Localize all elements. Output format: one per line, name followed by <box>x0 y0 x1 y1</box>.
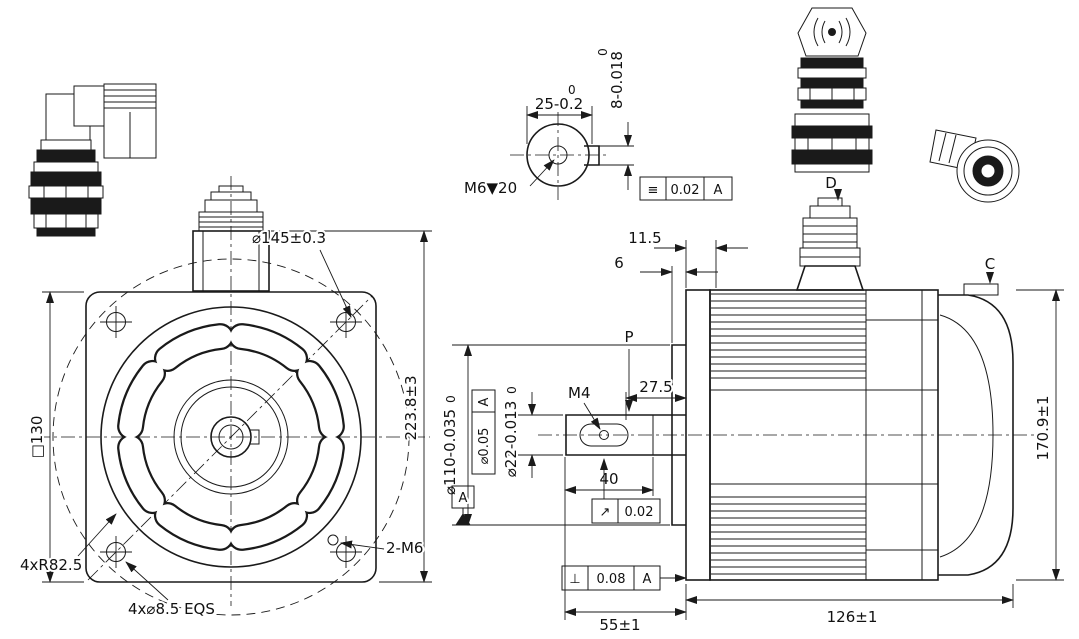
symmetry-datum: A <box>714 183 723 198</box>
cable-connector-d <box>791 7 873 173</box>
gdt-runout-frame: ↗ 0.02 <box>591 458 661 524</box>
dim-11-5: 11.5 <box>628 229 661 247</box>
dim-25: 25-0.2 <box>535 95 583 113</box>
symmetry-icon: ≡ <box>648 183 659 198</box>
label-m6-tap: M6▼20 <box>464 179 517 197</box>
end-view-shaft <box>526 123 590 187</box>
flange-square <box>85 291 377 583</box>
front-keyway <box>250 429 260 445</box>
dim-8: 8-0.018 <box>608 51 626 109</box>
shaft-end-view: 25-0.2 0 8-0.018 0 M6▼20 ≡ 0.02 A <box>462 46 733 201</box>
end-view-centerlines <box>510 112 606 200</box>
perpendicularity-icon: ⊥ <box>569 572 580 587</box>
label-mounting-holes: 4x⌀8.5 EQS <box>128 600 215 618</box>
gdt-coax-frame: A ⌀0.05 <box>471 389 496 475</box>
label-corner-radius: 4xR82.5 <box>20 556 82 574</box>
label-connector-c: C <box>985 255 995 273</box>
side-view: D C 11.5 6 P M4 <box>439 7 1064 636</box>
rear-tab <box>963 283 999 296</box>
dim-shaft-length: 55±1 <box>599 616 640 634</box>
runout-value: 0.02 <box>625 505 654 520</box>
perp-datum: A <box>643 572 652 587</box>
gdt-perp-frame: ⊥ 0.08 A <box>561 565 687 591</box>
keyway-slot <box>579 423 629 447</box>
dim-square: □130 <box>28 416 46 459</box>
spigot <box>671 344 686 526</box>
rib-slots <box>117 323 345 551</box>
dim-body-height: 170.9±1 <box>1034 395 1052 460</box>
dim-40: 40 <box>599 470 618 488</box>
motor-connector-side <box>795 197 865 291</box>
dim-6: 6 <box>614 254 624 272</box>
dim-8-upper: 0 <box>596 48 610 56</box>
motor-body-circle <box>100 306 362 568</box>
coax-value: ⌀0.05 <box>477 428 492 465</box>
dim-shaft-dia-upper: 0 <box>505 386 519 394</box>
dim-shaft-dia: ⌀22-0.013 <box>502 401 520 477</box>
label-connector-d: D <box>825 174 837 192</box>
end-view-dimensions: 25-0.2 0 8-0.018 0 M6▼20 ≡ 0.02 A <box>462 46 733 201</box>
gdt-symmetry-frame: ≡ 0.02 A <box>639 176 733 201</box>
cooling-fins <box>711 293 866 575</box>
end-view-tap <box>548 145 568 165</box>
front-view: □130 223.8±3 ⌀145±0.3 4xR82.5 4x⌀8.5 EQS… <box>18 83 432 620</box>
m4-tap <box>599 430 609 440</box>
label-key-p: P <box>624 328 633 346</box>
cable-connector-c <box>929 129 1020 203</box>
label-tap-holes: 2-M6 <box>386 539 423 557</box>
dim-spigot-upper: 0 <box>444 395 458 403</box>
symmetry-value: 0.02 <box>671 183 700 198</box>
coax-datum: A <box>477 397 492 406</box>
dim-25-upper: 0 <box>568 83 576 97</box>
dim-total-height: 223.8±3 <box>402 375 420 440</box>
dim-body-length: 126±1 <box>827 608 878 626</box>
side-dimensions: 11.5 6 P M4 27.5 40 ⌀110-0.035 0 <box>439 227 1064 636</box>
shaft-boss <box>173 379 289 495</box>
end-view-key <box>584 145 600 166</box>
label-m4: M4 <box>568 384 591 402</box>
dim-bolt-circle: ⌀145±0.3 <box>252 229 326 247</box>
dim-27-5: 27.5 <box>639 378 672 396</box>
runout-icon: ↗ <box>600 505 611 520</box>
perp-value: 0.08 <box>597 572 626 587</box>
front-dimensions: □130 223.8±3 ⌀145±0.3 4xR82.5 4x⌀8.5 EQS… <box>18 227 432 620</box>
m6-tap-hole <box>327 534 339 546</box>
datum-a-label: A <box>459 491 468 506</box>
datum-a-flag: A <box>451 485 475 526</box>
motor-connector-front <box>192 185 270 292</box>
cable-connector-assembly <box>28 83 157 237</box>
motor-body <box>709 289 939 581</box>
rear-housing <box>938 283 1014 576</box>
dim-spigot: ⌀110-0.035 <box>441 409 459 495</box>
